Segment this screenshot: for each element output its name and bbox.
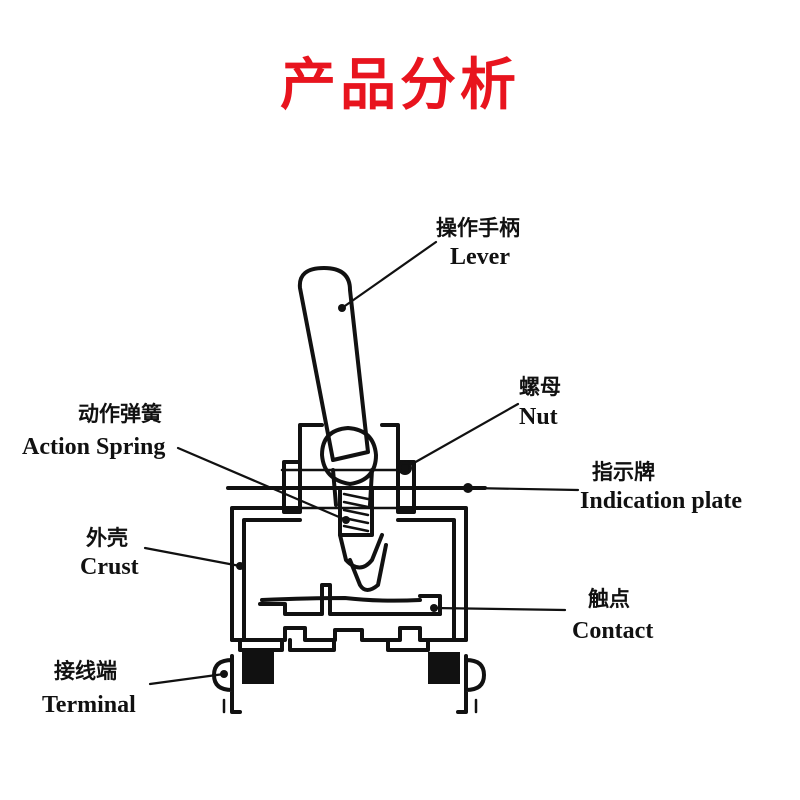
switch-illustration [212,266,487,714]
label-indication-zh: 指示牌 [592,460,655,484]
terminal-right-block [428,652,460,684]
leader-crust [143,546,242,568]
plunger-tip [348,543,388,592]
leader-spring [176,446,348,522]
bushing [298,423,400,507]
leader-indication [468,486,580,492]
label-terminal-zh: 接线端 [54,659,117,683]
label-nut-zh: 螺母 [519,375,561,399]
leader-lines [143,240,580,686]
nut-detail [398,461,412,475]
terminal-left-screw [212,654,242,714]
leader-contact [432,606,567,612]
lever-shape [297,266,370,462]
label-terminal-en: Terminal [42,692,136,718]
contact-rocker [260,596,422,603]
plate-end-dot [463,483,473,493]
spring-coils [342,492,370,533]
base-feet [238,638,430,652]
label-nut-en: Nut [519,404,558,430]
plate-washer [280,468,412,510]
housing-inner [242,518,456,642]
nut-shape [282,460,416,514]
leader-terminal [148,672,226,686]
labels: 操作手柄 Lever 螺母 Nut 动作弹簧 Action Spring 指示牌… [22,216,742,718]
terminal-right-screw [456,654,486,714]
label-contact-en: Contact [572,618,653,644]
label-crust-zh: 外壳 [86,526,128,550]
housing-base [230,626,468,642]
leader-lever [340,240,438,310]
plunger [338,533,384,570]
contact-arm [258,583,442,616]
label-contact-zh: 触点 [588,587,630,611]
terminal-left-block [242,652,274,684]
label-lever-zh: 操作手柄 [436,216,520,240]
label-spring-zh: 动作弹簧 [78,402,162,426]
leader-nut [403,402,520,470]
label-lever-en: Lever [450,244,510,270]
label-spring-en: Action Spring [22,434,165,460]
page-title: 产品分析 [280,53,520,118]
housing-outer [230,506,468,642]
terminal-legs [222,698,478,714]
label-crust-en: Crust [80,554,139,580]
contact-pad [418,594,442,616]
label-indication-en: Indication plate [580,488,742,514]
lever-ball [320,426,378,486]
